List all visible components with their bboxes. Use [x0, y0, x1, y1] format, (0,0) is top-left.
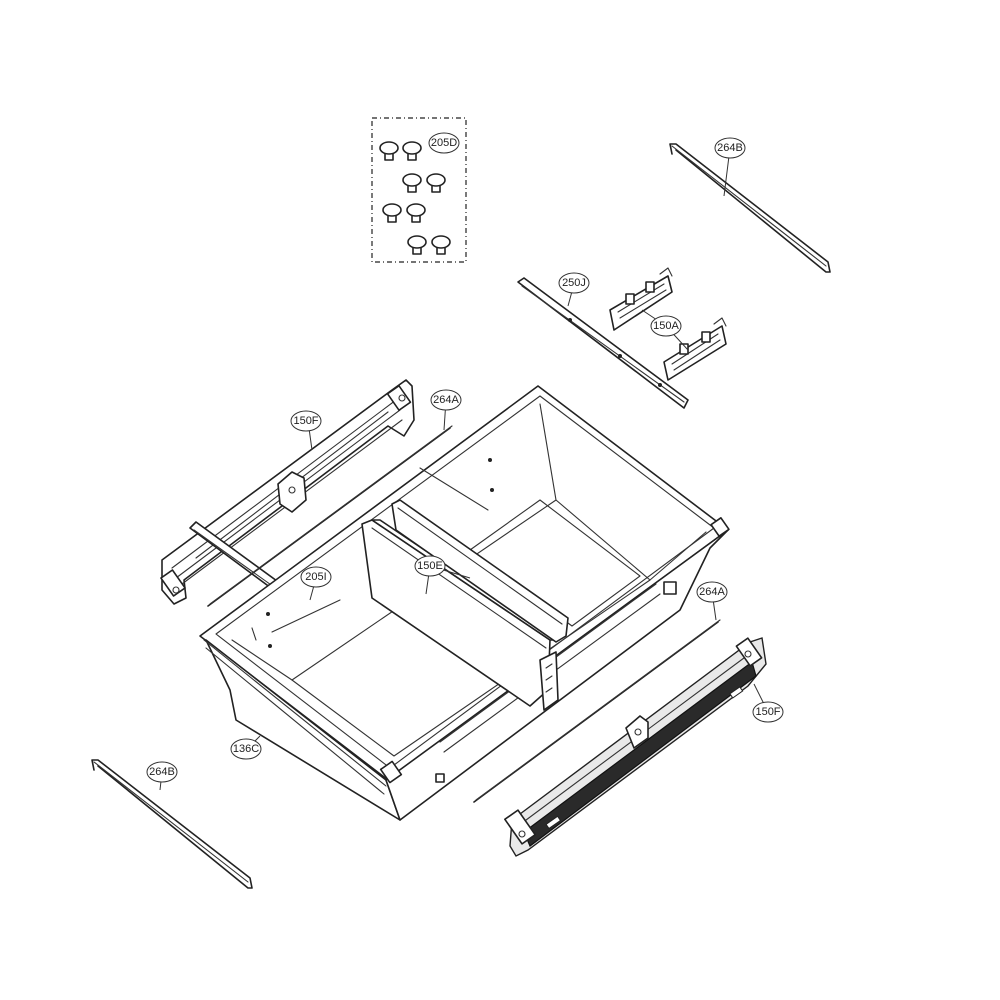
divider-150e	[361, 499, 569, 711]
callout-150e-text: 150E	[417, 560, 443, 572]
callout-150f-left: 150F	[290, 410, 322, 432]
callout-150e: 150E	[414, 555, 446, 577]
callout-205i: 205I	[300, 566, 332, 588]
rod-264b-bottom	[91, 759, 253, 889]
callout-205i-text: 205I	[305, 571, 326, 583]
fastener-cap	[431, 235, 451, 255]
callout-264a-top-text: 264A	[433, 394, 459, 406]
bracket-150a-lower	[663, 317, 727, 381]
fastener-cap	[402, 173, 422, 193]
callout-150f-right-text: 150F	[755, 706, 780, 718]
fastener-cap	[402, 141, 422, 161]
callout-250j: 250J	[558, 272, 590, 294]
fastener-cap	[426, 173, 446, 193]
rail-hole	[658, 383, 662, 387]
rail-hole	[568, 318, 572, 322]
rod-264b-top	[669, 143, 831, 273]
fastener-cap	[382, 203, 402, 223]
callout-150f-left-text: 150F	[293, 415, 318, 427]
callout-264b-top: 264B	[714, 137, 746, 159]
rod-264a-top	[207, 425, 453, 607]
kit-dashed-frame	[371, 117, 467, 263]
slide-150f-right	[504, 637, 767, 857]
callout-150a: 150A	[650, 315, 682, 337]
fastener-cap	[407, 235, 427, 255]
callout-150a-text: 150A	[653, 320, 679, 332]
fastener-kit-205d	[371, 117, 467, 263]
bracket-150a-upper	[609, 267, 673, 331]
rod-264a-right	[473, 619, 721, 803]
rail-hole	[618, 354, 622, 358]
fastener-caps	[379, 141, 451, 255]
callout-264b-top-text: 264B	[717, 142, 743, 154]
callout-264b-bottom: 264B	[146, 761, 178, 783]
callout-136c-text: 136C	[233, 743, 259, 755]
callout-136c: 136C	[230, 738, 262, 760]
callout-264b-bottom-text: 264B	[149, 766, 175, 778]
fastener-cap	[406, 203, 426, 223]
callout-264a-right-text: 264A	[699, 586, 725, 598]
callout-205d-text: 205D	[431, 137, 457, 149]
callout-264a-right: 264A	[696, 581, 728, 603]
callout-150f-right: 150F	[752, 701, 784, 723]
callout-264a-top: 264A	[430, 389, 462, 411]
callout-205d: 205D	[428, 132, 460, 154]
rail-250j	[517, 277, 689, 409]
fastener-cap	[379, 141, 399, 161]
callout-250j-text: 250J	[562, 277, 586, 289]
